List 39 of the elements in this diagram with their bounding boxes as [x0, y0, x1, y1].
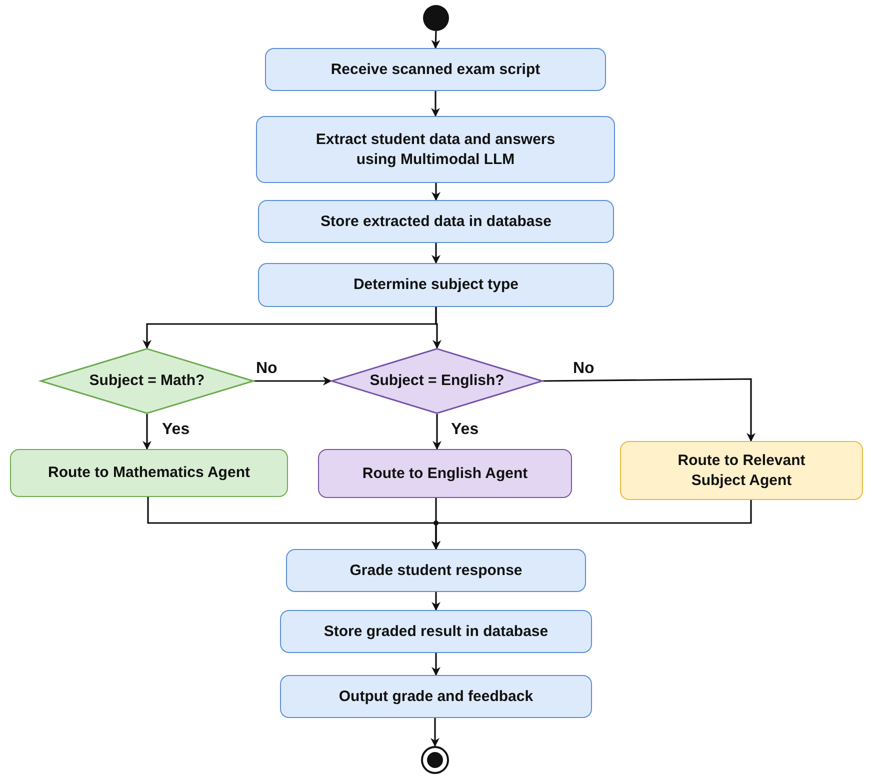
node-label: Route to English Agent	[362, 464, 528, 484]
start-node	[423, 5, 449, 31]
arrow	[432, 500, 752, 550]
process-box	[10, 449, 288, 497]
node-label: Receive scanned exam script	[330, 60, 540, 80]
process-box	[256, 116, 615, 183]
node-label: Extract student data and answers using Multimodal LLM	[314, 130, 556, 169]
node-label: Store extracted data in database	[320, 212, 552, 232]
arrow	[431, 30, 440, 49]
arrow	[430, 718, 440, 747]
process-box	[258, 263, 614, 307]
node-label: Route to Relevant Subject Agent	[676, 451, 806, 490]
arrow	[432, 243, 440, 264]
decision-diamond	[40, 348, 254, 414]
process-box	[265, 48, 606, 91]
process-box	[280, 610, 592, 653]
arrow	[431, 91, 440, 117]
arrow	[543, 378, 756, 442]
process-box	[318, 449, 572, 498]
node-label: Determine subject type	[353, 275, 519, 295]
node-label: Output grade and feedback	[338, 686, 534, 706]
node-label: Route to Mathematics Agent	[48, 463, 250, 483]
process-box	[280, 675, 592, 718]
node-label: Store graded result in database	[324, 622, 548, 642]
process-box	[620, 441, 863, 500]
arrow	[254, 376, 332, 386]
arrow	[432, 592, 440, 611]
process-box	[286, 549, 586, 592]
process-box	[258, 200, 614, 243]
arrow	[142, 414, 152, 450]
node-label: Subject = English?	[370, 371, 504, 391]
decision-diamond	[331, 348, 543, 414]
end-node	[421, 746, 449, 774]
node-label: Subject = Math?	[89, 371, 205, 391]
arrow	[432, 653, 440, 676]
arrow	[432, 414, 442, 450]
arrow	[432, 307, 442, 349]
node-label: Grade student response	[350, 560, 522, 580]
arrow	[432, 183, 440, 201]
